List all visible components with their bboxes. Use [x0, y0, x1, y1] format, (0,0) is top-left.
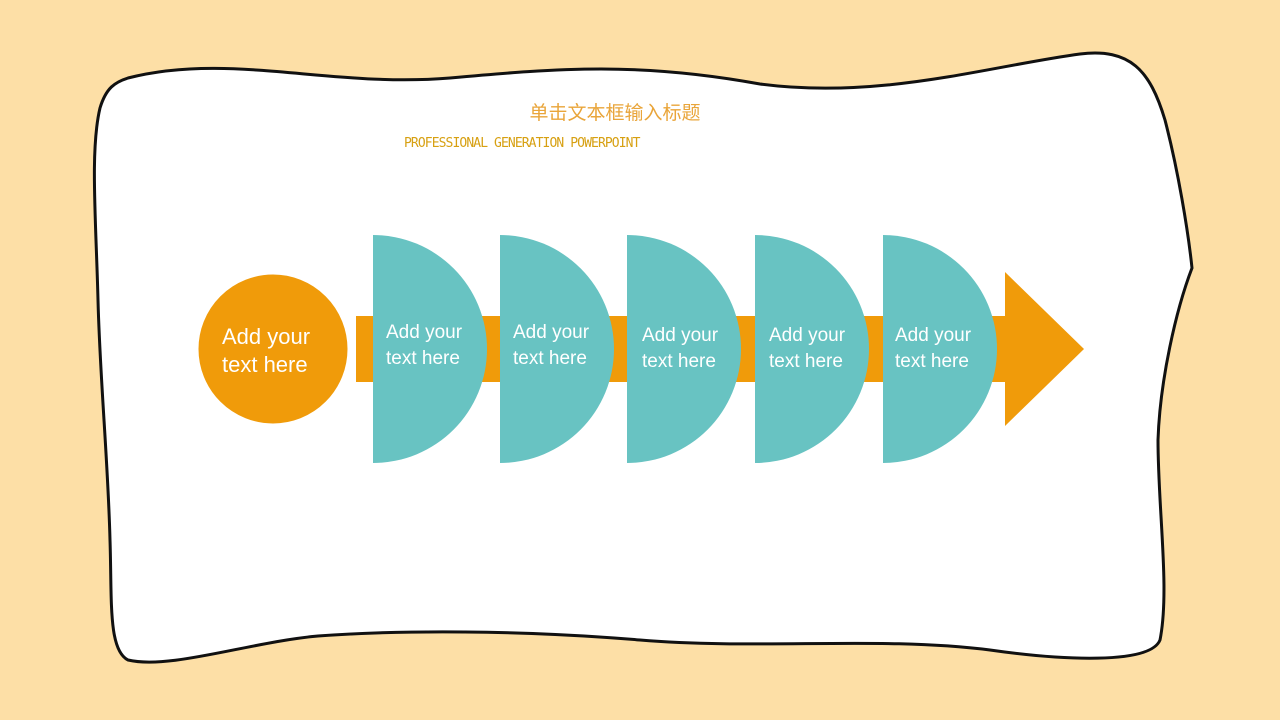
page-title: 单击文本框输入标题: [529, 102, 701, 124]
start-circle-label-line1: Add your: [222, 324, 311, 349]
start-circle-label: Add your text here: [222, 323, 310, 379]
step-5-label: Add your text here: [895, 323, 971, 375]
step-3-half-circle: [627, 235, 741, 463]
step-2-label-line2: text here: [513, 348, 587, 369]
step-4-label-line2: text here: [769, 351, 843, 372]
step-5-label-line1: Add your: [895, 325, 972, 346]
step-3-label-line1: Add your: [642, 325, 719, 346]
start-circle: [193, 269, 353, 429]
step-4-label: Add your text here: [769, 323, 845, 375]
step-5-half-circle: [883, 235, 997, 463]
step-3-label-line2: text here: [642, 351, 716, 372]
step-4-label-line1: Add your: [769, 325, 846, 346]
start-circle-label-line2: text here: [222, 352, 308, 377]
step-1-label-line1: Add your: [386, 322, 463, 343]
arrow-head: [1005, 272, 1084, 426]
step-3-label: Add your text here: [642, 323, 718, 375]
step-4-half-circle: [755, 235, 869, 463]
step-1-half-circle: [373, 235, 487, 463]
step-2-label-line1: Add your: [513, 322, 590, 343]
step-5-label-line2: text here: [895, 351, 969, 372]
step-2-label: Add your text here: [513, 320, 589, 372]
step-2-half-circle: [500, 235, 614, 463]
page-subtitle: PROFESSIONAL GENERATION POWERPOINT: [404, 136, 640, 151]
step-1-label-line2: text here: [386, 348, 460, 369]
step-1-label: Add your text here: [386, 320, 462, 372]
